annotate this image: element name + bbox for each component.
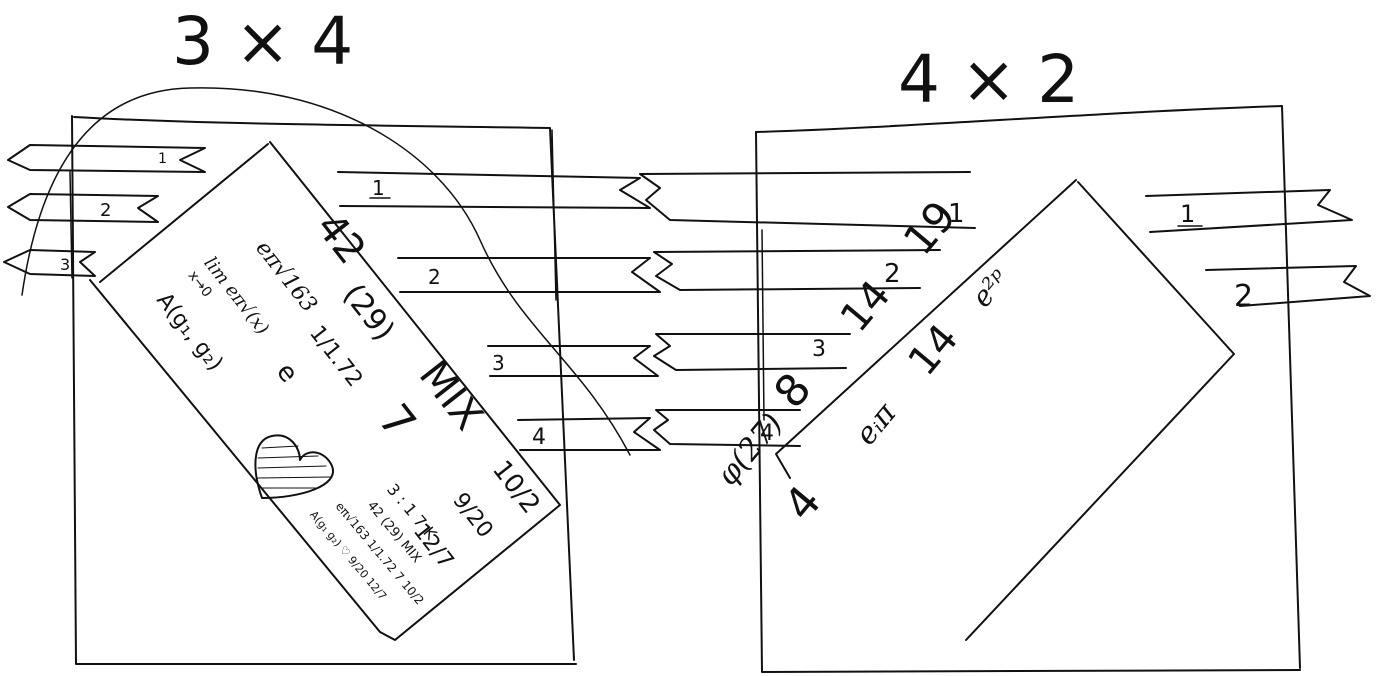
left-strip-cell-11: e: [270, 357, 303, 388]
left-in-arrow-2: 2: [397, 257, 661, 293]
right-in-arrow-2: 2: [653, 249, 941, 291]
left-out-arrow-3: 3: [3, 249, 96, 277]
left-out-arrow-2: 2: [7, 193, 159, 223]
left-in-arrow-1-label: 1: [372, 176, 385, 200]
left-in-arrow-3: 3: [487, 345, 659, 377]
right-in-arrow-3: 3: [653, 333, 851, 371]
right-in-arrow-1-label: 1: [948, 199, 965, 229]
right-in-arrow-2-label: 2: [884, 259, 901, 289]
left-sheet: [71, 115, 577, 665]
left-strip-cell-1: 42: [307, 205, 375, 273]
right-out-arrow-2: 2: [1205, 265, 1371, 314]
right-strip-cell-7: eᵢπ: [849, 395, 905, 452]
left-strip-cell-7: 7: [368, 395, 425, 448]
left-in-arrow-4: 4: [517, 417, 661, 451]
left-strip: 42 (29) MIX 10/2 eπ√163 1/1.72 7 9/20 li…: [89, 141, 561, 641]
right-sheet: [755, 105, 1301, 673]
left-out-arrow-1: 1: [7, 144, 206, 173]
left-strip-cell-6: 1/1.72: [304, 321, 367, 392]
right-strip-cell-4: φ(27): [710, 407, 790, 493]
right-title: 4 × 2: [898, 41, 1079, 118]
left-out-arrow-3-label: 3: [60, 255, 70, 274]
right-out-arrow-1-label: 1: [1180, 200, 1195, 228]
left-out-arrow-1-label: 1: [158, 151, 167, 167]
left-in-arrow-2-label: 2: [428, 265, 441, 289]
left-in-arrow-3-label: 3: [492, 351, 505, 375]
left-strip-cell-4: 10/2: [486, 455, 546, 519]
right-in-arrow-1: 1: [639, 171, 976, 229]
left-strip-cell-5: eπ√163: [250, 236, 321, 317]
right-strip-cell-5: e²ᵖ: [965, 262, 1015, 313]
right-in-arrow-3-label: 3: [812, 337, 826, 362]
left-in-arrow-4-label: 4: [532, 425, 546, 450]
right-in-arrow-4: 4: [653, 409, 801, 447]
right-out-arrow-2-label: 2: [1234, 279, 1253, 314]
left-strip-cell-3: MIX: [410, 353, 492, 439]
left-strip-cell-8: 9/20: [447, 488, 497, 542]
left-strip-cell-2: (29): [336, 278, 402, 348]
heart-icon: [254, 434, 335, 499]
left-in-arrow-1: 1: [337, 171, 651, 209]
left-sweep-curve: [21, 87, 631, 456]
right-strip-cell-8: 4: [774, 476, 831, 530]
left-strip-cell-13: A(g₁, g₂): [151, 288, 227, 376]
right-strip-cell-6: 14: [900, 316, 968, 385]
right-out-arrow-1: 1: [1145, 189, 1353, 233]
left-title: 3 × 4: [172, 3, 353, 80]
left-out-arrow-2-label: 2: [100, 200, 111, 221]
right-in-arrow-4-label: 4: [760, 421, 774, 446]
